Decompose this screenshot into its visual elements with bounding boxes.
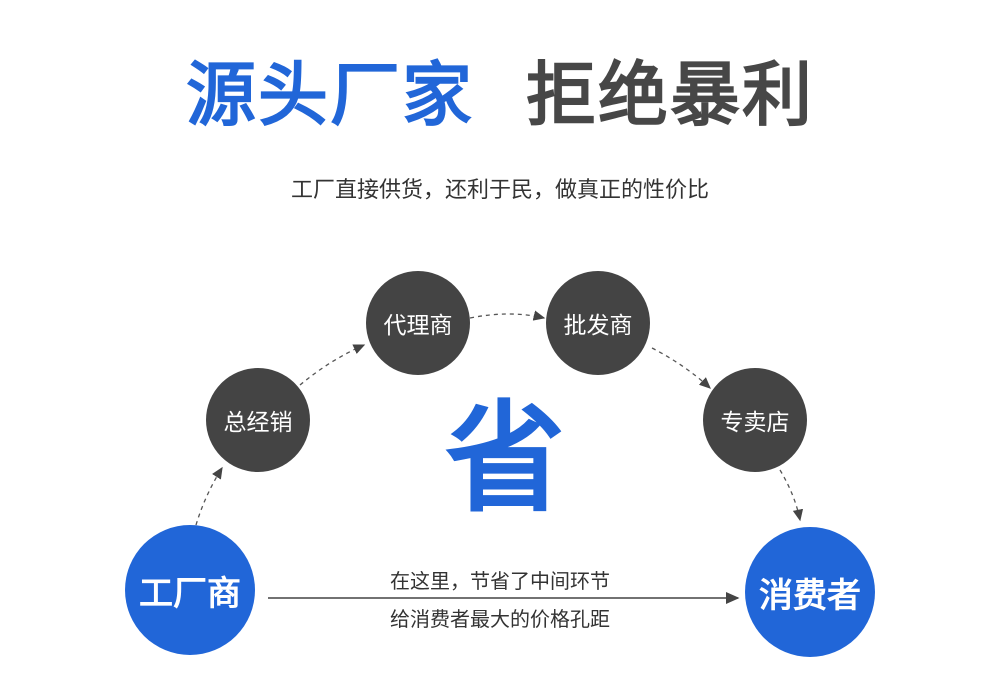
node-wholesaler-label: 批发商: [563, 313, 633, 339]
node-store-label: 专卖店: [720, 410, 790, 436]
note-line-1: 在这里，节省了中间环节: [390, 569, 610, 593]
title-no-profiteering: 拒绝暴利: [526, 54, 814, 136]
node-agent-label: 代理商: [383, 313, 453, 339]
arrow-distributor-to-agent: [299, 344, 366, 386]
arrow-agent-to-wholesaler: [469, 310, 546, 321]
node-factory-label: 工厂商: [139, 573, 241, 614]
node-agent: 代理商: [366, 271, 470, 375]
node-consumer: 消费者: [745, 527, 875, 657]
subtitle: 工厂直接供货，还利于民，做真正的性价比: [290, 178, 709, 203]
node-distributor-label: 总经销: [223, 410, 293, 436]
node-wholesaler: 批发商: [546, 271, 650, 375]
arrow-store-to-consumer: [779, 469, 804, 522]
node-distributor: 总经销: [206, 368, 310, 472]
arrow-factory-to-distributor: [195, 466, 223, 526]
node-consumer-label: 消费者: [759, 575, 861, 616]
node-store: 专卖店: [703, 368, 807, 472]
arrow-wholesaler-to-store: [651, 347, 711, 389]
center-save-char: 省: [445, 390, 565, 529]
note-line-2: 给消费者最大的价格孔距: [390, 607, 610, 631]
title-source-factory: 源头厂家: [186, 54, 474, 136]
node-factory: 工厂商: [125, 525, 255, 655]
